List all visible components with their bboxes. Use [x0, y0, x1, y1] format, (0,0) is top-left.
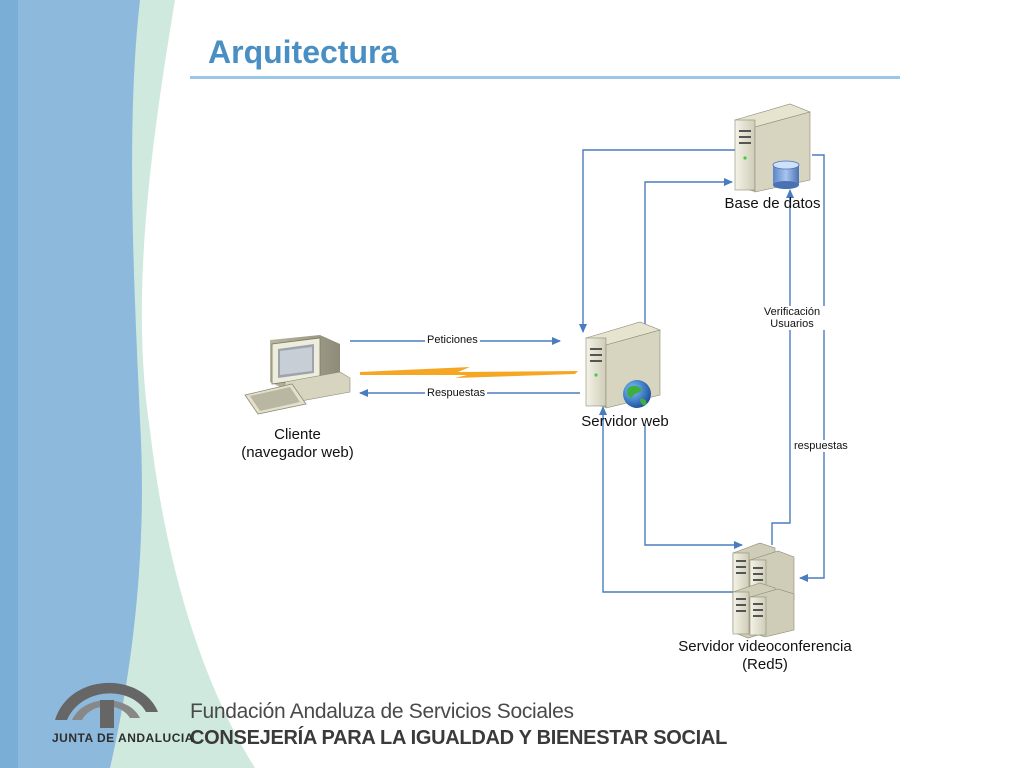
edge-web-to-db — [644, 178, 733, 325]
client-computer-icon — [244, 335, 351, 415]
web-server-icon — [585, 321, 661, 409]
edge-label-respuestas: Respuestas — [425, 387, 488, 399]
edge-db-to-web — [579, 149, 740, 333]
edge-label-verificacion-line1: Verificación — [763, 306, 821, 318]
node-label-videoconf-line1: Servidor videoconferencia — [678, 638, 852, 655]
globe-icon — [623, 380, 651, 408]
edge-verificacion — [771, 189, 794, 545]
videoconference-server-icon — [732, 542, 795, 639]
page-title: Arquitectura — [208, 34, 399, 70]
footer-organization: Fundación Andaluza de Servicios Sociales — [190, 700, 574, 723]
junta-logo-icon — [55, 682, 158, 728]
edge-label-peticiones: Peticiones — [425, 334, 480, 346]
node-label-videoconf: Servidor videoconferencia (Red5) — [650, 638, 880, 674]
edge-label-verificacion: Verificación Usuarios — [755, 306, 829, 330]
database-cylinder-icon — [772, 160, 800, 189]
edge-videoconf-to-web — [599, 406, 742, 593]
node-label-cliente-line2: (navegador web) — [241, 444, 354, 461]
node-label-servidor-web: Servidor web — [581, 413, 669, 430]
database-server-icon — [734, 103, 811, 193]
title-underline — [190, 76, 900, 79]
logo-text: JUNTA DE ANDALUCIA — [52, 731, 194, 745]
node-label-base-datos: Base de datos — [724, 195, 821, 212]
lightning-icon — [360, 367, 578, 378]
edge-respuestas-red5 — [799, 154, 825, 582]
node-label-videoconf-line2: (Red5) — [742, 656, 788, 673]
edge-label-respuestas-red5: respuestas — [792, 440, 850, 452]
node-label-cliente: Cliente (navegador web) — [215, 426, 380, 462]
footer-ministry: CONSEJERÍA PARA LA IGUALDAD Y BIENESTAR … — [190, 727, 727, 749]
edge-label-verificacion-line2: Usuarios — [770, 318, 814, 330]
edge-web-to-videoconf — [644, 425, 743, 549]
keyboard-icon — [244, 383, 307, 415]
node-label-cliente-line1: Cliente — [274, 426, 321, 443]
